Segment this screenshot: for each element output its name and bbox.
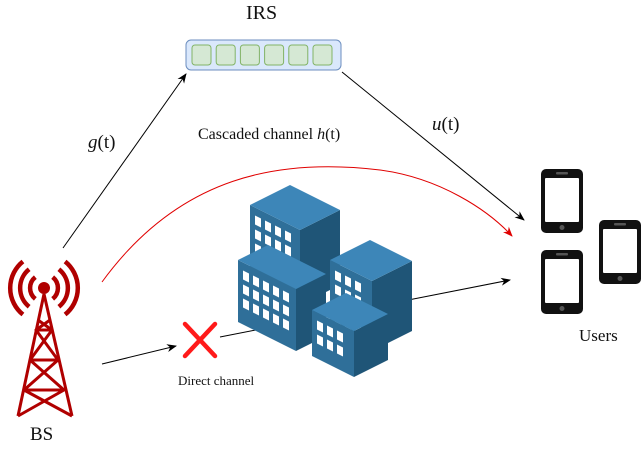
signal-wave-right xyxy=(51,275,61,301)
antenna-tip xyxy=(38,282,50,294)
cell-tower-icon xyxy=(8,259,80,418)
smartphone-icon xyxy=(541,169,583,233)
users-label: Users xyxy=(579,326,618,345)
signal-wave-left xyxy=(17,267,31,309)
irs-panel xyxy=(185,39,342,71)
irs-element xyxy=(239,44,260,66)
signal-wave-left xyxy=(27,275,37,301)
signal-wave-right xyxy=(57,267,71,309)
building-front xyxy=(312,293,388,377)
direct-channel-label: Direct channel xyxy=(178,373,255,388)
phone-screen xyxy=(545,178,579,222)
phone-screen xyxy=(603,229,637,273)
phone-screen xyxy=(545,259,579,303)
building-left xyxy=(238,245,326,351)
irs-element xyxy=(191,44,212,66)
direct-channel-arrow-in xyxy=(101,344,177,365)
cascaded-channel-label: Cascaded channel h(t) xyxy=(198,126,341,143)
irs-element xyxy=(264,44,285,66)
g-link-arrow xyxy=(62,73,187,249)
smartphone-icon xyxy=(541,250,583,314)
phone-speaker xyxy=(556,172,568,175)
phone-home-button xyxy=(559,225,565,230)
tower-frame xyxy=(16,293,74,418)
g-link-label: g(t) xyxy=(88,132,116,153)
smartphone-icon xyxy=(599,220,641,284)
signal-wave-right xyxy=(63,259,80,317)
irs-label: IRS xyxy=(246,2,278,24)
u-link-arrow xyxy=(341,71,525,221)
phone-speaker xyxy=(614,223,626,226)
bs-label: BS xyxy=(30,424,54,445)
u-link-label: u(t) xyxy=(432,114,460,135)
signal-wave-left xyxy=(8,259,25,317)
office-buildings-icon xyxy=(238,185,412,377)
irs-element xyxy=(215,44,236,66)
phone-home-button xyxy=(559,306,565,311)
irs-elements xyxy=(191,44,333,66)
phone-home-button xyxy=(617,276,623,281)
irs-element xyxy=(312,44,333,66)
cascaded-channel-arrow xyxy=(101,166,513,283)
irs-element xyxy=(288,44,309,66)
phone-speaker xyxy=(556,253,568,256)
red-x-icon xyxy=(182,321,218,359)
